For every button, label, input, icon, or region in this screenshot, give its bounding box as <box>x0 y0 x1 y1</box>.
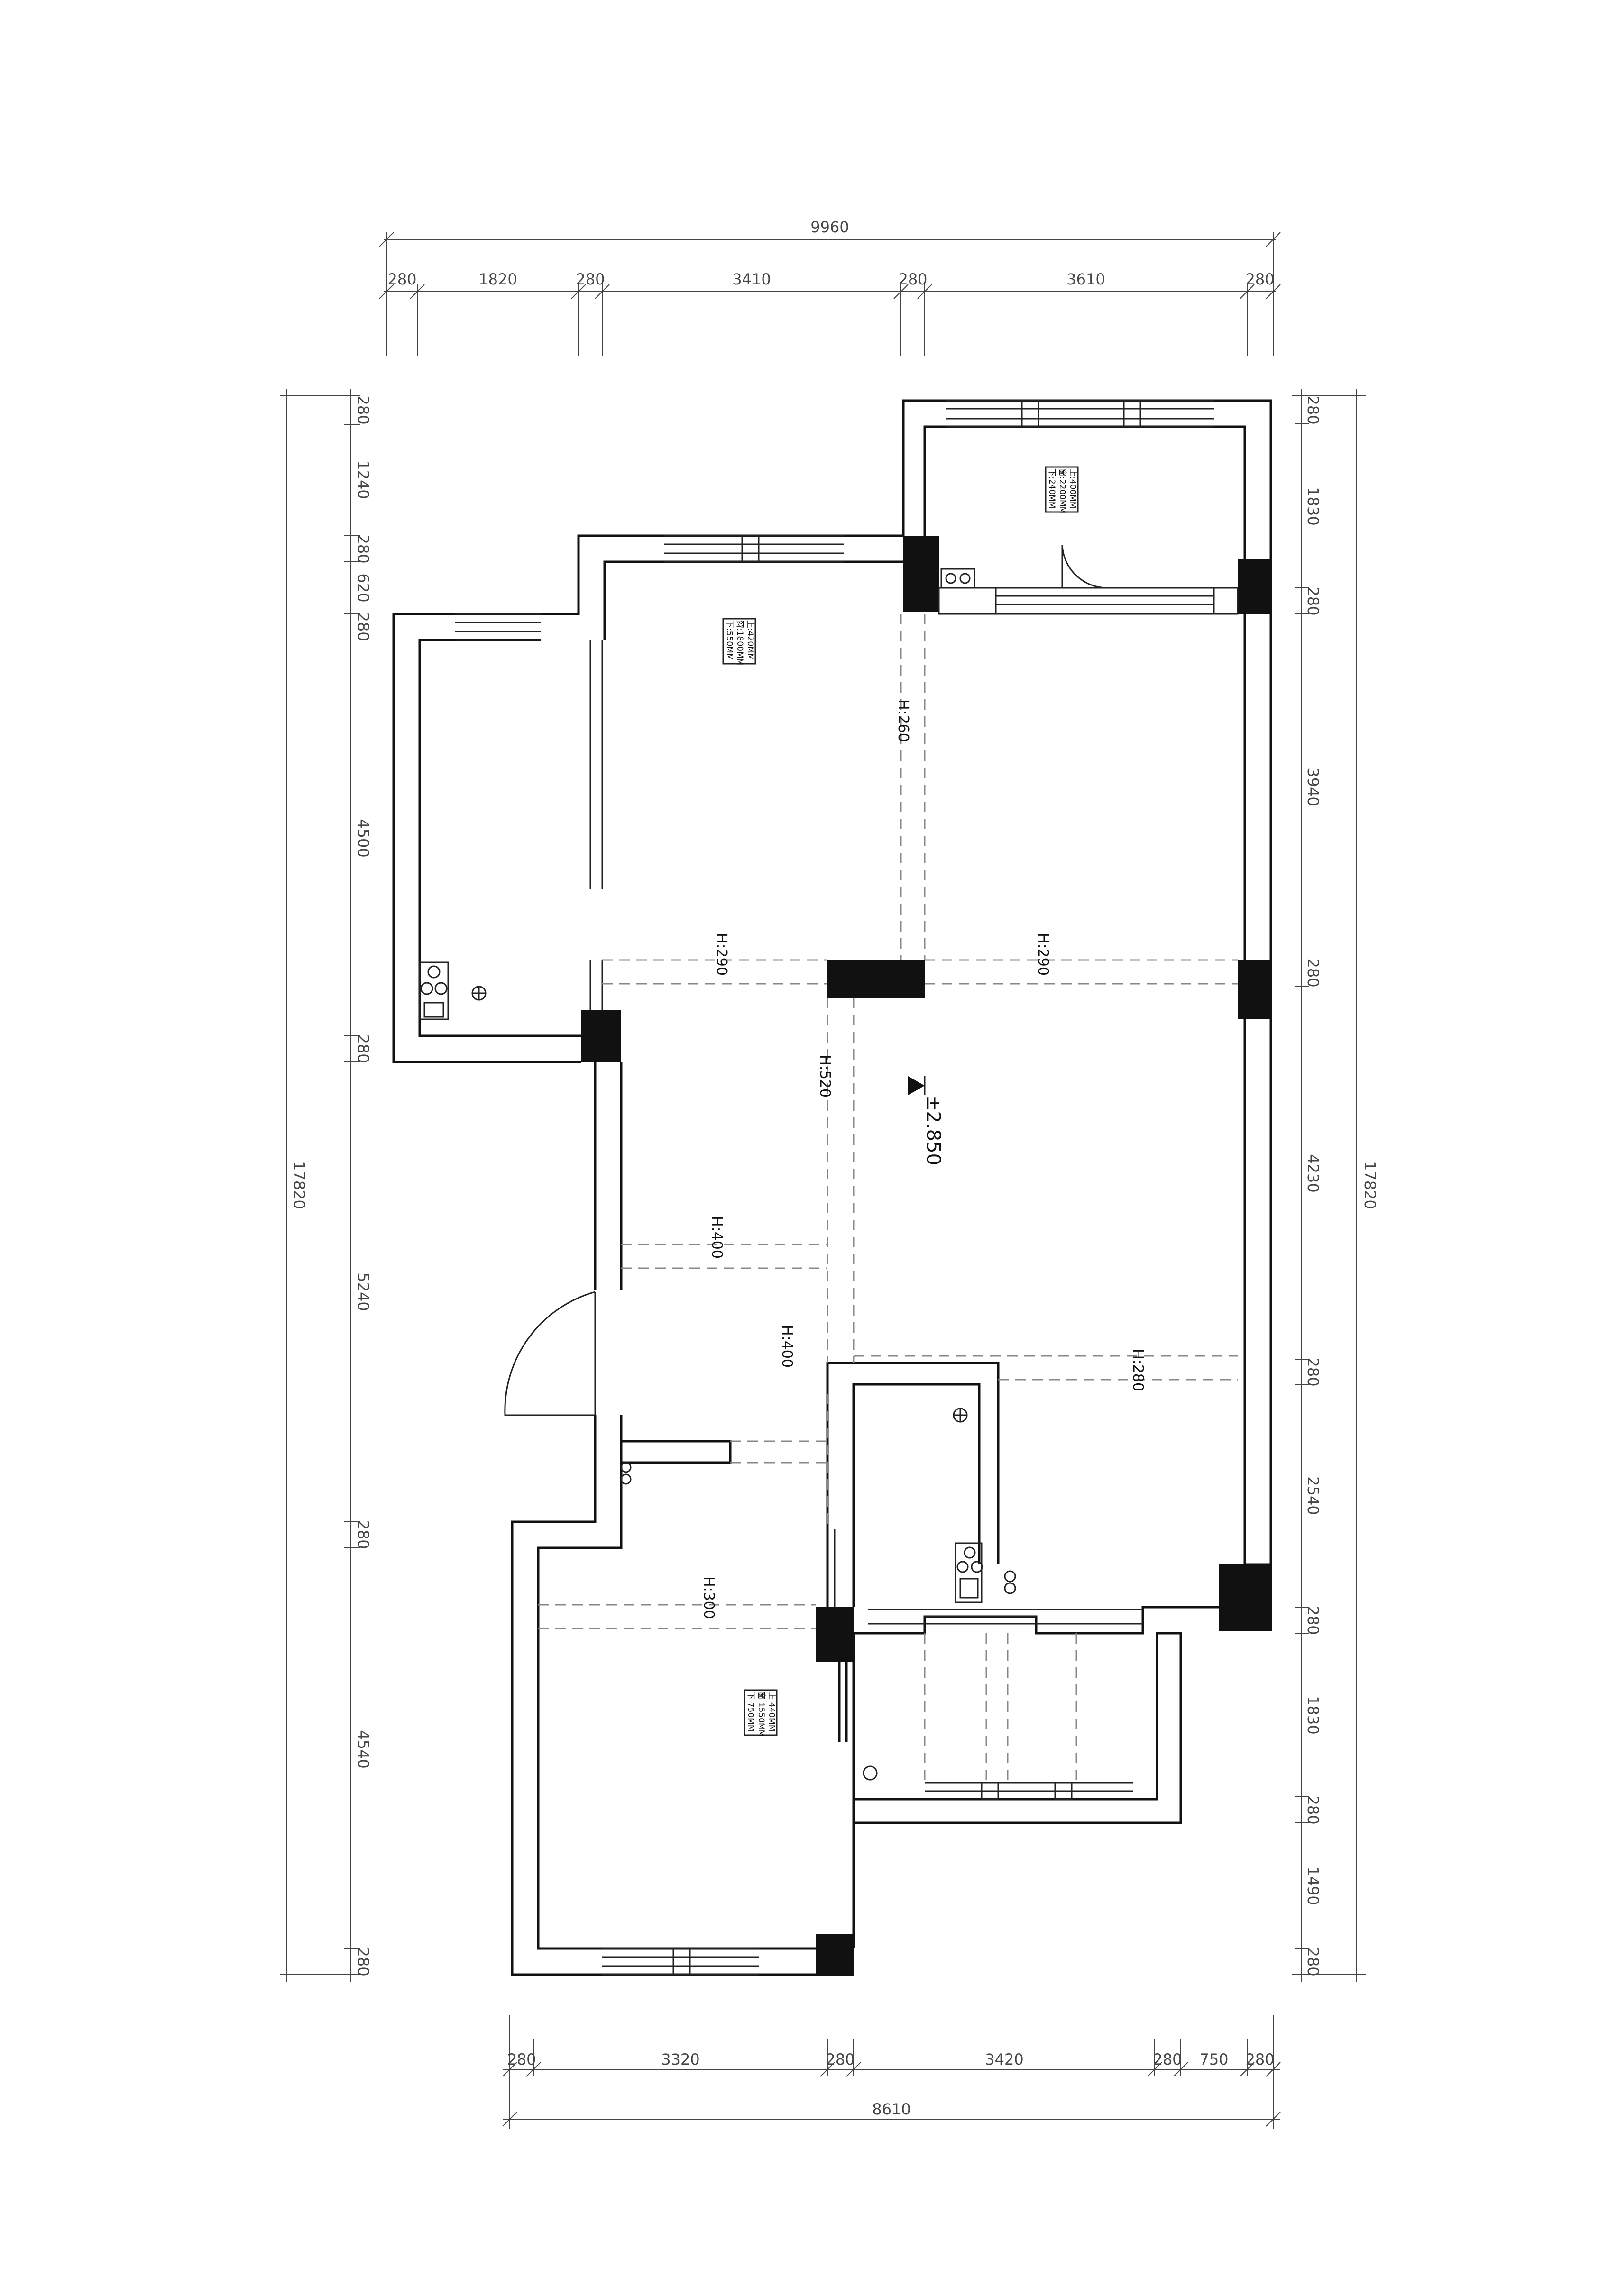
right-total-dim: 17820 <box>1361 1161 1379 1209</box>
bottom-dim-5: 280 <box>1153 2050 1182 2068</box>
right-dim-3: 280 <box>1304 586 1322 615</box>
left-dim-10: 4540 <box>354 1730 372 1768</box>
column <box>816 1607 854 1662</box>
top-dim-5: 280 <box>898 270 927 288</box>
left-dim-6: 4500 <box>354 819 372 857</box>
window-note-line: 下:240MM <box>1047 468 1057 509</box>
window-note-line: 窗:1550MM <box>756 1692 766 1737</box>
doors <box>504 545 1108 1416</box>
bottom-dim-6: 750 <box>1199 2050 1228 2068</box>
right-dim-13: 280 <box>1304 1947 1322 1976</box>
windows <box>455 400 1239 1976</box>
column <box>903 536 939 612</box>
left-dim-9: 280 <box>354 1520 372 1549</box>
column <box>581 1010 621 1062</box>
right-dim-2: 1830 <box>1304 487 1322 525</box>
level-value: ±2.850 <box>922 1095 944 1165</box>
top-dim-2: 1820 <box>478 270 517 288</box>
top-dim-6: 3610 <box>1066 270 1105 288</box>
height-label: H:280 <box>1130 1349 1146 1391</box>
top-dim-1: 280 <box>387 270 416 288</box>
top-dim-4: 3410 <box>732 270 771 288</box>
right-dim-9: 280 <box>1304 1606 1322 1635</box>
window-note-line: 窗:1800MM <box>735 620 744 665</box>
column <box>1219 1564 1271 1631</box>
left-dimension-chain: 17820 280 1240 280 620 280 4500 280 5240… <box>280 389 372 1982</box>
left-dim-7: 280 <box>354 1034 372 1063</box>
right-dim-10: 1830 <box>1304 1696 1322 1734</box>
left-dim-11: 280 <box>354 1947 372 1976</box>
window-note-line: 上:440MM <box>767 1692 776 1732</box>
left-dim-2: 1240 <box>354 460 372 499</box>
bottom-dim-2: 3320 <box>661 2050 699 2068</box>
entrance-door <box>504 1291 596 1416</box>
bottom-dim-4: 3420 <box>985 2050 1023 2068</box>
top-dim-3: 280 <box>576 270 605 288</box>
bottom-dim-7: 280 <box>1245 2050 1274 2068</box>
bottom-dim-1: 280 <box>507 2050 536 2068</box>
window-note-line: 上:400MM <box>1068 468 1077 509</box>
left-total-dim: 17820 <box>290 1161 308 1209</box>
height-label: H:400 <box>779 1325 795 1368</box>
top-dimension-chain: 9960 280 1820 280 3410 280 3610 280 <box>379 218 1281 356</box>
window-note-top-middle: 上:420MM 窗:1800MM 下:550MM <box>722 618 756 665</box>
right-dim-8: 2540 <box>1304 1476 1322 1515</box>
height-labels: H:260 H:290 H:290 H:520 H:400 H:400 H:28… <box>700 699 1146 1619</box>
level-mark: ±2.850 <box>908 1076 944 1165</box>
bottom-dimension-chain: 280 3320 280 3420 280 750 280 8610 <box>502 2015 1281 2129</box>
right-dim-6: 4230 <box>1304 1154 1322 1192</box>
left-dim-5: 280 <box>354 612 372 641</box>
right-dim-5: 280 <box>1304 958 1322 987</box>
top-dim-7: 280 <box>1245 270 1274 288</box>
right-dimension-chain: 17820 280 1830 280 3940 280 4230 280 254… <box>1292 389 1379 1982</box>
left-dim-4: 620 <box>354 573 372 602</box>
left-dim-3: 280 <box>354 534 372 563</box>
left-dim-1: 280 <box>354 395 372 424</box>
column <box>816 1934 854 1975</box>
column <box>1238 960 1271 1019</box>
height-label: H:260 <box>895 699 911 742</box>
window-note-line: 下:550MM <box>725 620 734 660</box>
window-note-top-right: 上:400MM 窗:2200MM 下:240MM <box>1045 466 1079 513</box>
window-note-line: 上:420MM <box>745 620 755 660</box>
right-dim-7: 280 <box>1304 1357 1322 1386</box>
columns <box>581 536 1271 1975</box>
window-note-line: 下:750MM <box>746 1692 755 1732</box>
window-note-bottom-left: 上:440MM 窗:1550MM 下:750MM <box>744 1689 778 1737</box>
beam-lines <box>538 614 1238 1783</box>
right-dim-12: 1490 <box>1304 1866 1322 1905</box>
right-dim-4: 3940 <box>1304 768 1322 806</box>
height-label: H:300 <box>700 1576 717 1619</box>
height-label: H:520 <box>817 1055 833 1098</box>
top-right-door <box>1061 545 1108 589</box>
bottom-dim-3: 280 <box>826 2050 855 2068</box>
fixtures <box>419 568 1016 1781</box>
window-note-line: 窗:2200MM <box>1057 468 1067 513</box>
column <box>827 960 925 998</box>
column <box>1238 559 1271 614</box>
right-dim-1: 280 <box>1304 395 1322 424</box>
left-dim-8: 5240 <box>354 1272 372 1311</box>
top-total-dim: 9960 <box>810 218 849 236</box>
height-label: H:400 <box>708 1216 725 1259</box>
height-label: H:290 <box>1035 933 1051 976</box>
height-label: H:290 <box>713 933 730 976</box>
right-dim-11: 280 <box>1304 1795 1322 1824</box>
walls <box>392 399 1272 1976</box>
bottom-total-dim: 8610 <box>872 2100 910 2118</box>
